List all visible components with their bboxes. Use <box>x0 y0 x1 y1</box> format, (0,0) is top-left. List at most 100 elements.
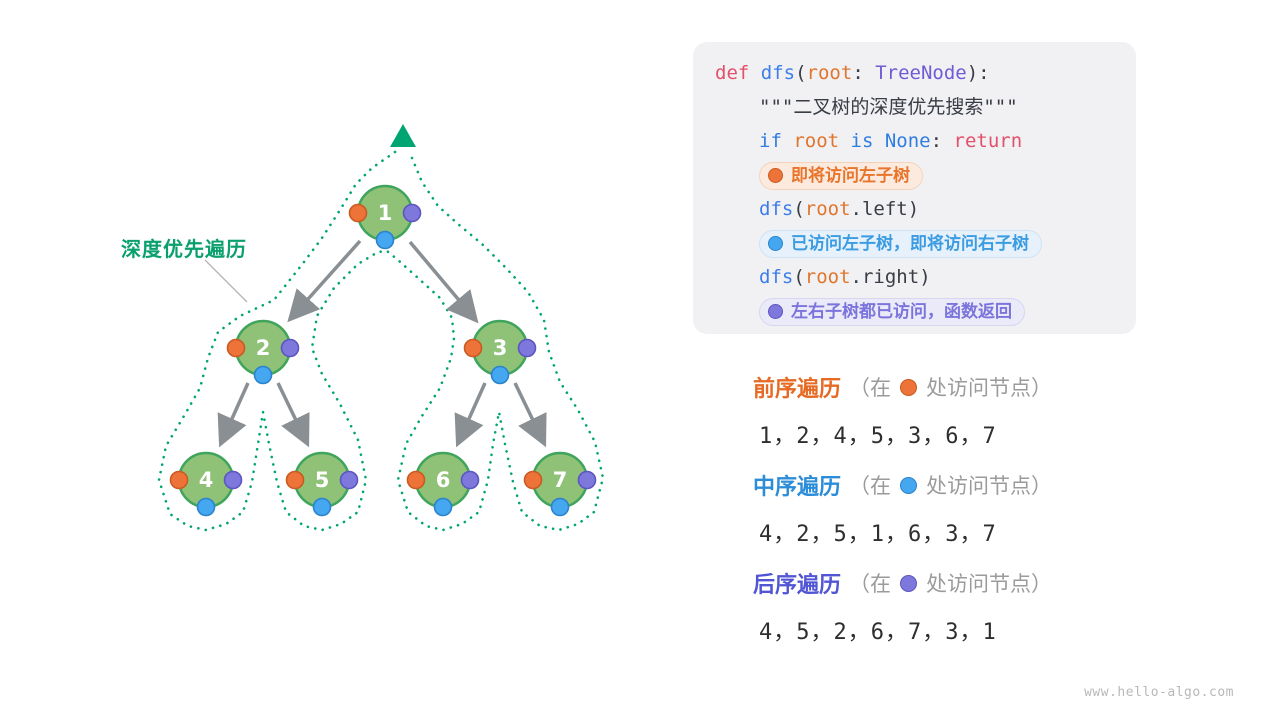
postorder-dot-icon <box>517 338 537 358</box>
node-value: 1 <box>378 201 393 225</box>
code-punct: ): <box>966 62 990 84</box>
inorder-dot-icon <box>768 236 783 251</box>
tree-node-7: 7 <box>523 451 597 517</box>
postorder-dot-icon <box>223 470 243 490</box>
badge-text: 已访问左子树，即将访问右子树 <box>791 233 1029 253</box>
badge-text: 即将访问左子树 <box>791 165 910 185</box>
code-docstring: """二叉树的深度优先搜索""" <box>759 96 1018 118</box>
code-keyword: if <box>759 130 794 152</box>
edge-2-5 <box>276 382 310 448</box>
inorder-header: 中序遍历 （在处访问节点） <box>753 470 1052 500</box>
postorder-header: 后序遍历 （在处访问节点） <box>753 568 1052 598</box>
code-line-dfs-left: dfs(root.left) <box>715 192 1136 226</box>
note-text: 处访问节点） <box>926 377 1053 400</box>
preorder-dot-icon <box>285 470 305 490</box>
code-badge-line: 即将访问左子树 <box>715 158 1136 192</box>
code-punct: ( <box>793 198 805 220</box>
code-function-name: dfs <box>759 266 794 288</box>
code-member: .right <box>850 266 920 288</box>
badge-text: 左右子树都已访问，函数返回 <box>791 301 1012 321</box>
code-none: None <box>884 130 931 152</box>
tree-node-3: 3 <box>463 319 537 385</box>
postorder-dot-icon <box>768 304 783 319</box>
inorder-note: （在处访问节点） <box>849 470 1052 500</box>
inorder-dot-icon <box>900 476 918 494</box>
code-line-if: if root is None: return <box>715 124 1136 158</box>
code-type: TreeNode <box>875 62 967 84</box>
inorder-dot-icon <box>375 230 395 250</box>
code-badge-line: 已访问左子树，即将访问右子树 <box>715 226 1136 260</box>
note-text: 处访问节点） <box>926 573 1053 596</box>
preorder-sequence: 1，2，4，5，3，6，7 <box>759 424 997 449</box>
code-arg: root <box>804 198 851 220</box>
preorder-dot-icon <box>768 168 783 183</box>
edge-1-2 <box>287 239 362 323</box>
traversal-results: 前序遍历 （在处访问节点） 1，2，4，5，3，6，7 中序遍历 （在处访问节点… <box>753 372 1052 666</box>
code-punct: ) <box>907 198 920 220</box>
code-punct: ( <box>795 62 807 84</box>
code-punct: : <box>930 130 954 152</box>
inorder-dot-icon <box>196 497 216 517</box>
postorder-visit-badge: 左右子树都已访问，函数返回 <box>759 297 1025 326</box>
edge-2-4 <box>217 382 250 448</box>
preorder-dot-icon <box>463 338 483 358</box>
tree-node-4: 4 <box>169 451 243 517</box>
code-function-name: dfs <box>760 62 796 84</box>
tree-node-2: 2 <box>226 319 300 385</box>
node-value: 4 <box>199 468 214 492</box>
tree-node-5: 5 <box>285 451 359 517</box>
preorder-header: 前序遍历 （在 处访问节点） <box>753 372 1052 402</box>
tree-node-1: 1 <box>348 184 422 250</box>
code-arg: root <box>804 266 851 288</box>
inorder-dot-icon <box>253 365 273 385</box>
dfs-traversal-contour <box>157 150 605 532</box>
inorder-sequence: 4，2，5，1，6，3，7 <box>759 522 997 547</box>
inorder-dot-icon <box>433 497 453 517</box>
edge-3-7 <box>513 382 547 448</box>
note-text: （在 <box>849 377 892 400</box>
code-badge-line: 左右子树都已访问，函数返回 <box>715 294 1136 328</box>
node-value: 2 <box>256 336 271 360</box>
postorder-dot-icon <box>339 470 359 490</box>
preorder-dot-icon <box>406 470 426 490</box>
code-punct: ( <box>793 266 805 288</box>
postorder-note: （在处访问节点） <box>849 568 1052 598</box>
node-value: 7 <box>553 468 568 492</box>
tree-edges <box>217 239 547 448</box>
postorder-dot-icon <box>460 470 480 490</box>
postorder-dot-icon <box>900 574 918 592</box>
inorder-dot-icon <box>490 365 510 385</box>
preorder-title: 前序遍历 <box>753 376 842 401</box>
postorder-dot-icon <box>402 203 422 223</box>
edge-3-6 <box>454 382 487 448</box>
node-value: 3 <box>493 336 508 360</box>
preorder-dot-icon <box>900 378 918 396</box>
code-member: .left <box>850 198 908 220</box>
code-function-name: dfs <box>759 198 794 220</box>
preorder-visit-badge: 即将访问左子树 <box>759 161 923 190</box>
code-line-def: def dfs(root: TreeNode): <box>715 56 1136 90</box>
inorder-dot-icon <box>550 497 570 517</box>
inorder-visit-badge: 已访问左子树，即将访问右子树 <box>759 229 1042 258</box>
code-keyword: def <box>715 62 761 84</box>
inorder-dot-icon <box>312 497 332 517</box>
code-return: return <box>953 130 1023 152</box>
code-arg: root <box>806 62 853 84</box>
preorder-dot-icon <box>523 470 543 490</box>
edge-1-3 <box>408 240 479 324</box>
code-panel: def dfs(root: TreeNode): """二叉树的深度优先搜索""… <box>693 42 1136 334</box>
code-arg: root <box>793 130 840 152</box>
note-text: （在 <box>849 475 892 498</box>
tree-node-6: 6 <box>406 451 480 517</box>
node-value: 5 <box>315 468 330 492</box>
node-value: 6 <box>436 468 451 492</box>
code-punct: ) <box>919 266 931 288</box>
postorder-title: 后序遍历 <box>753 572 842 597</box>
postorder-dot-icon <box>280 338 300 358</box>
dfs-label: 深度优先遍历 <box>121 239 247 261</box>
postorder-sequence: 4，5，2，6，7，3，1 <box>759 620 997 645</box>
preorder-note: （在 处访问节点） <box>849 372 1052 402</box>
site-watermark: www.hello-algo.com <box>1084 685 1234 700</box>
inorder-title: 中序遍历 <box>753 474 842 499</box>
